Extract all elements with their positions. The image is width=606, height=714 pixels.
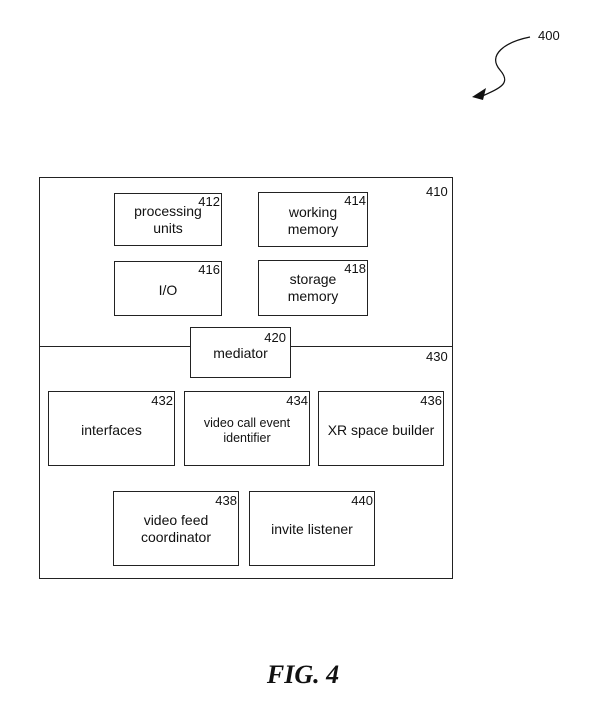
xr-space-builder-block: 436 XR space builder bbox=[318, 391, 444, 466]
block-ref: 420 bbox=[264, 330, 286, 345]
block-label: I/O bbox=[158, 282, 178, 298]
block-label: mediator bbox=[213, 345, 268, 361]
invite-listener-block: 440 invite listener bbox=[249, 491, 375, 566]
mediator-block: 420 mediator bbox=[190, 327, 291, 378]
block-ref: 432 bbox=[151, 393, 173, 408]
system-box bbox=[39, 177, 453, 579]
block-ref: 412 bbox=[198, 194, 220, 209]
block-label: invite listener bbox=[271, 521, 353, 537]
block-label: XR space builder bbox=[327, 422, 435, 438]
block-ref: 440 bbox=[351, 493, 373, 508]
block-ref: 414 bbox=[344, 193, 366, 208]
arrow-head bbox=[472, 88, 486, 100]
section-410-ref: 410 bbox=[426, 184, 448, 199]
figure-reference-number: 400 bbox=[538, 28, 560, 43]
squiggle-arrow-line bbox=[477, 36, 531, 99]
block-ref: 418 bbox=[344, 261, 366, 276]
block-ref: 434 bbox=[286, 393, 308, 408]
block-ref: 416 bbox=[198, 262, 220, 277]
block-label: interfaces bbox=[81, 422, 142, 438]
block-ref: 438 bbox=[215, 493, 237, 508]
io-block: 416 I/O bbox=[114, 261, 222, 316]
figure-caption: FIG. 4 bbox=[266, 660, 340, 689]
interfaces-block: 432 interfaces bbox=[48, 391, 175, 466]
block-ref: 436 bbox=[420, 393, 442, 408]
section-430-ref: 430 bbox=[426, 349, 448, 364]
